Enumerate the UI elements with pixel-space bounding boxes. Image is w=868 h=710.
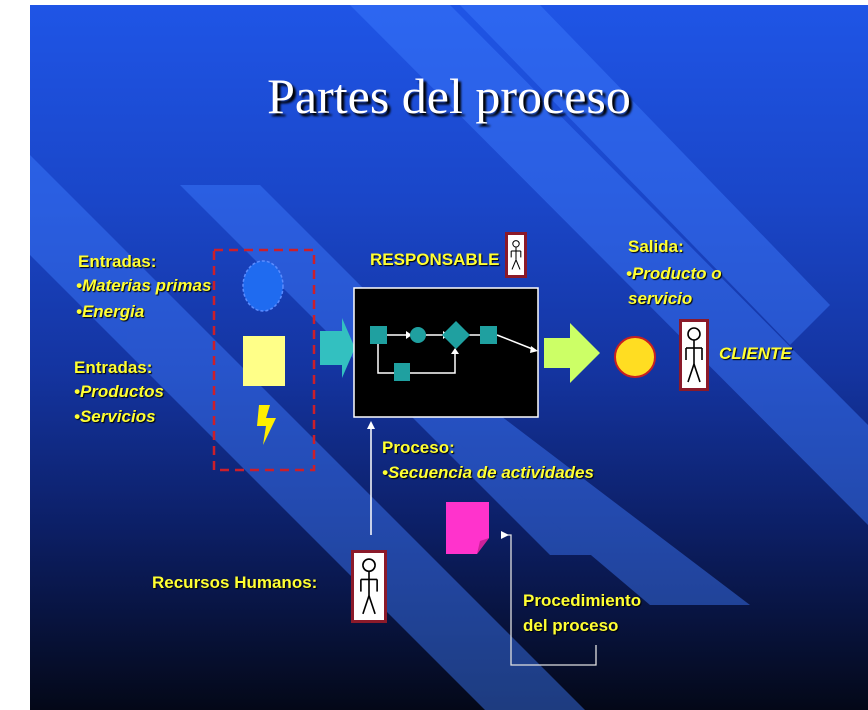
- flow-step-circle: [410, 327, 426, 343]
- output-item-producto: •Producto o: [626, 264, 722, 283]
- responsable-label: RESPONSABLE: [370, 250, 500, 269]
- diagram-shapes: [212, 248, 656, 666]
- input-item-productos: •Productos: [74, 382, 165, 401]
- process-heading: Proceso:: [382, 438, 455, 457]
- process-item-secuencia: •Secuencia de actividades: [382, 463, 594, 482]
- input-item-servicios: •Servicios: [74, 407, 156, 426]
- input-arrow: [320, 318, 355, 378]
- flow-step-1: [370, 326, 387, 344]
- flow-decision-diamond: [442, 321, 470, 349]
- output-heading: Salida:: [628, 237, 684, 256]
- procedimiento-line-2: del proceso: [523, 616, 619, 635]
- input-item-energia: •Energia: [76, 302, 145, 321]
- cliente-label: CLIENTE: [719, 344, 792, 363]
- flow-step-2: [480, 326, 497, 344]
- output-item-servicio: servicio: [628, 289, 693, 308]
- procedure-document-icon: [446, 502, 489, 554]
- page-title: Partes del proceso: [267, 68, 631, 124]
- procedimiento-line-1: Procedimiento: [523, 591, 642, 610]
- flow-step-3: [394, 363, 410, 381]
- output-circle: [614, 336, 656, 378]
- process-box: [353, 287, 539, 418]
- slide: Partes del proceso Entradas: •Materias p…: [30, 5, 868, 710]
- energy-lightning-icon: [257, 405, 276, 445]
- cliente-person-icon: [679, 319, 709, 391]
- inputs-dashed-container: [212, 248, 316, 472]
- inputs-heading-2: Entradas:: [74, 358, 153, 377]
- procedure-connector: [507, 534, 597, 666]
- recursos-person-icon: [351, 550, 387, 623]
- inputs-heading-1: Entradas:: [78, 252, 157, 271]
- materia-prima-ellipse: [242, 260, 284, 312]
- responsable-person-icon: [505, 232, 527, 278]
- recursos-label: Recursos Humanos:: [152, 573, 318, 592]
- input-item-materias: •Materias primas: [76, 276, 212, 295]
- product-rectangle: [243, 336, 285, 386]
- output-arrow: [544, 323, 600, 383]
